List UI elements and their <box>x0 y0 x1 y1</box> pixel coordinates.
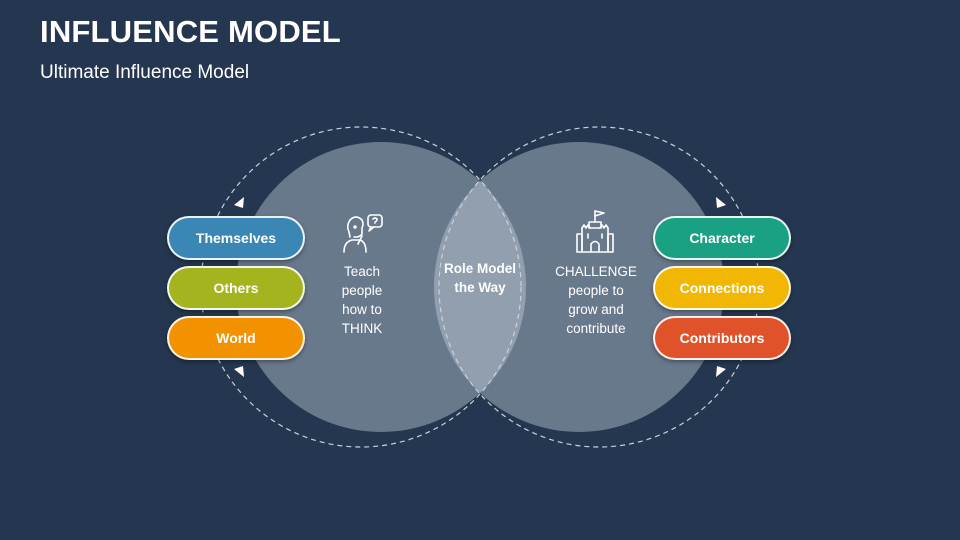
left-circle <box>236 142 526 432</box>
thinking-person-icon <box>343 214 383 253</box>
pill-others-label: Others <box>213 280 259 296</box>
right-circle <box>434 142 724 432</box>
pill-themselves: Themselves <box>167 216 305 260</box>
pill-world-label: World <box>216 330 256 346</box>
left-circle-text: Teach people how to THINK <box>341 264 383 336</box>
pill-connections: Connections <box>653 266 791 310</box>
pill-connections-label: Connections <box>679 280 765 296</box>
pill-character-label: Character <box>689 230 755 246</box>
pill-contributors: Contributors <box>653 316 791 360</box>
pill-others: Others <box>167 266 305 310</box>
right-circle-text: CHALLENGE people to grow and contribute <box>555 264 637 336</box>
pill-contributors-label: Contributors <box>679 330 765 346</box>
pill-character: Character <box>653 216 791 260</box>
page-title: INFLUENCE MODEL <box>40 14 341 49</box>
arrow-head-left-bottom <box>234 366 244 377</box>
page-subtitle: Ultimate Influence Model <box>40 62 250 83</box>
pill-themselves-label: Themselves <box>195 230 277 246</box>
center-overlap-text: Role Model the Way <box>443 261 516 295</box>
left-dashed-ring <box>200 126 522 448</box>
arrow-head-left-top <box>234 197 244 208</box>
castle-icon <box>576 210 614 253</box>
arrow-head-right-bottom <box>716 366 726 377</box>
arrow-head-right-top <box>716 197 726 208</box>
pill-world: World <box>167 316 305 360</box>
